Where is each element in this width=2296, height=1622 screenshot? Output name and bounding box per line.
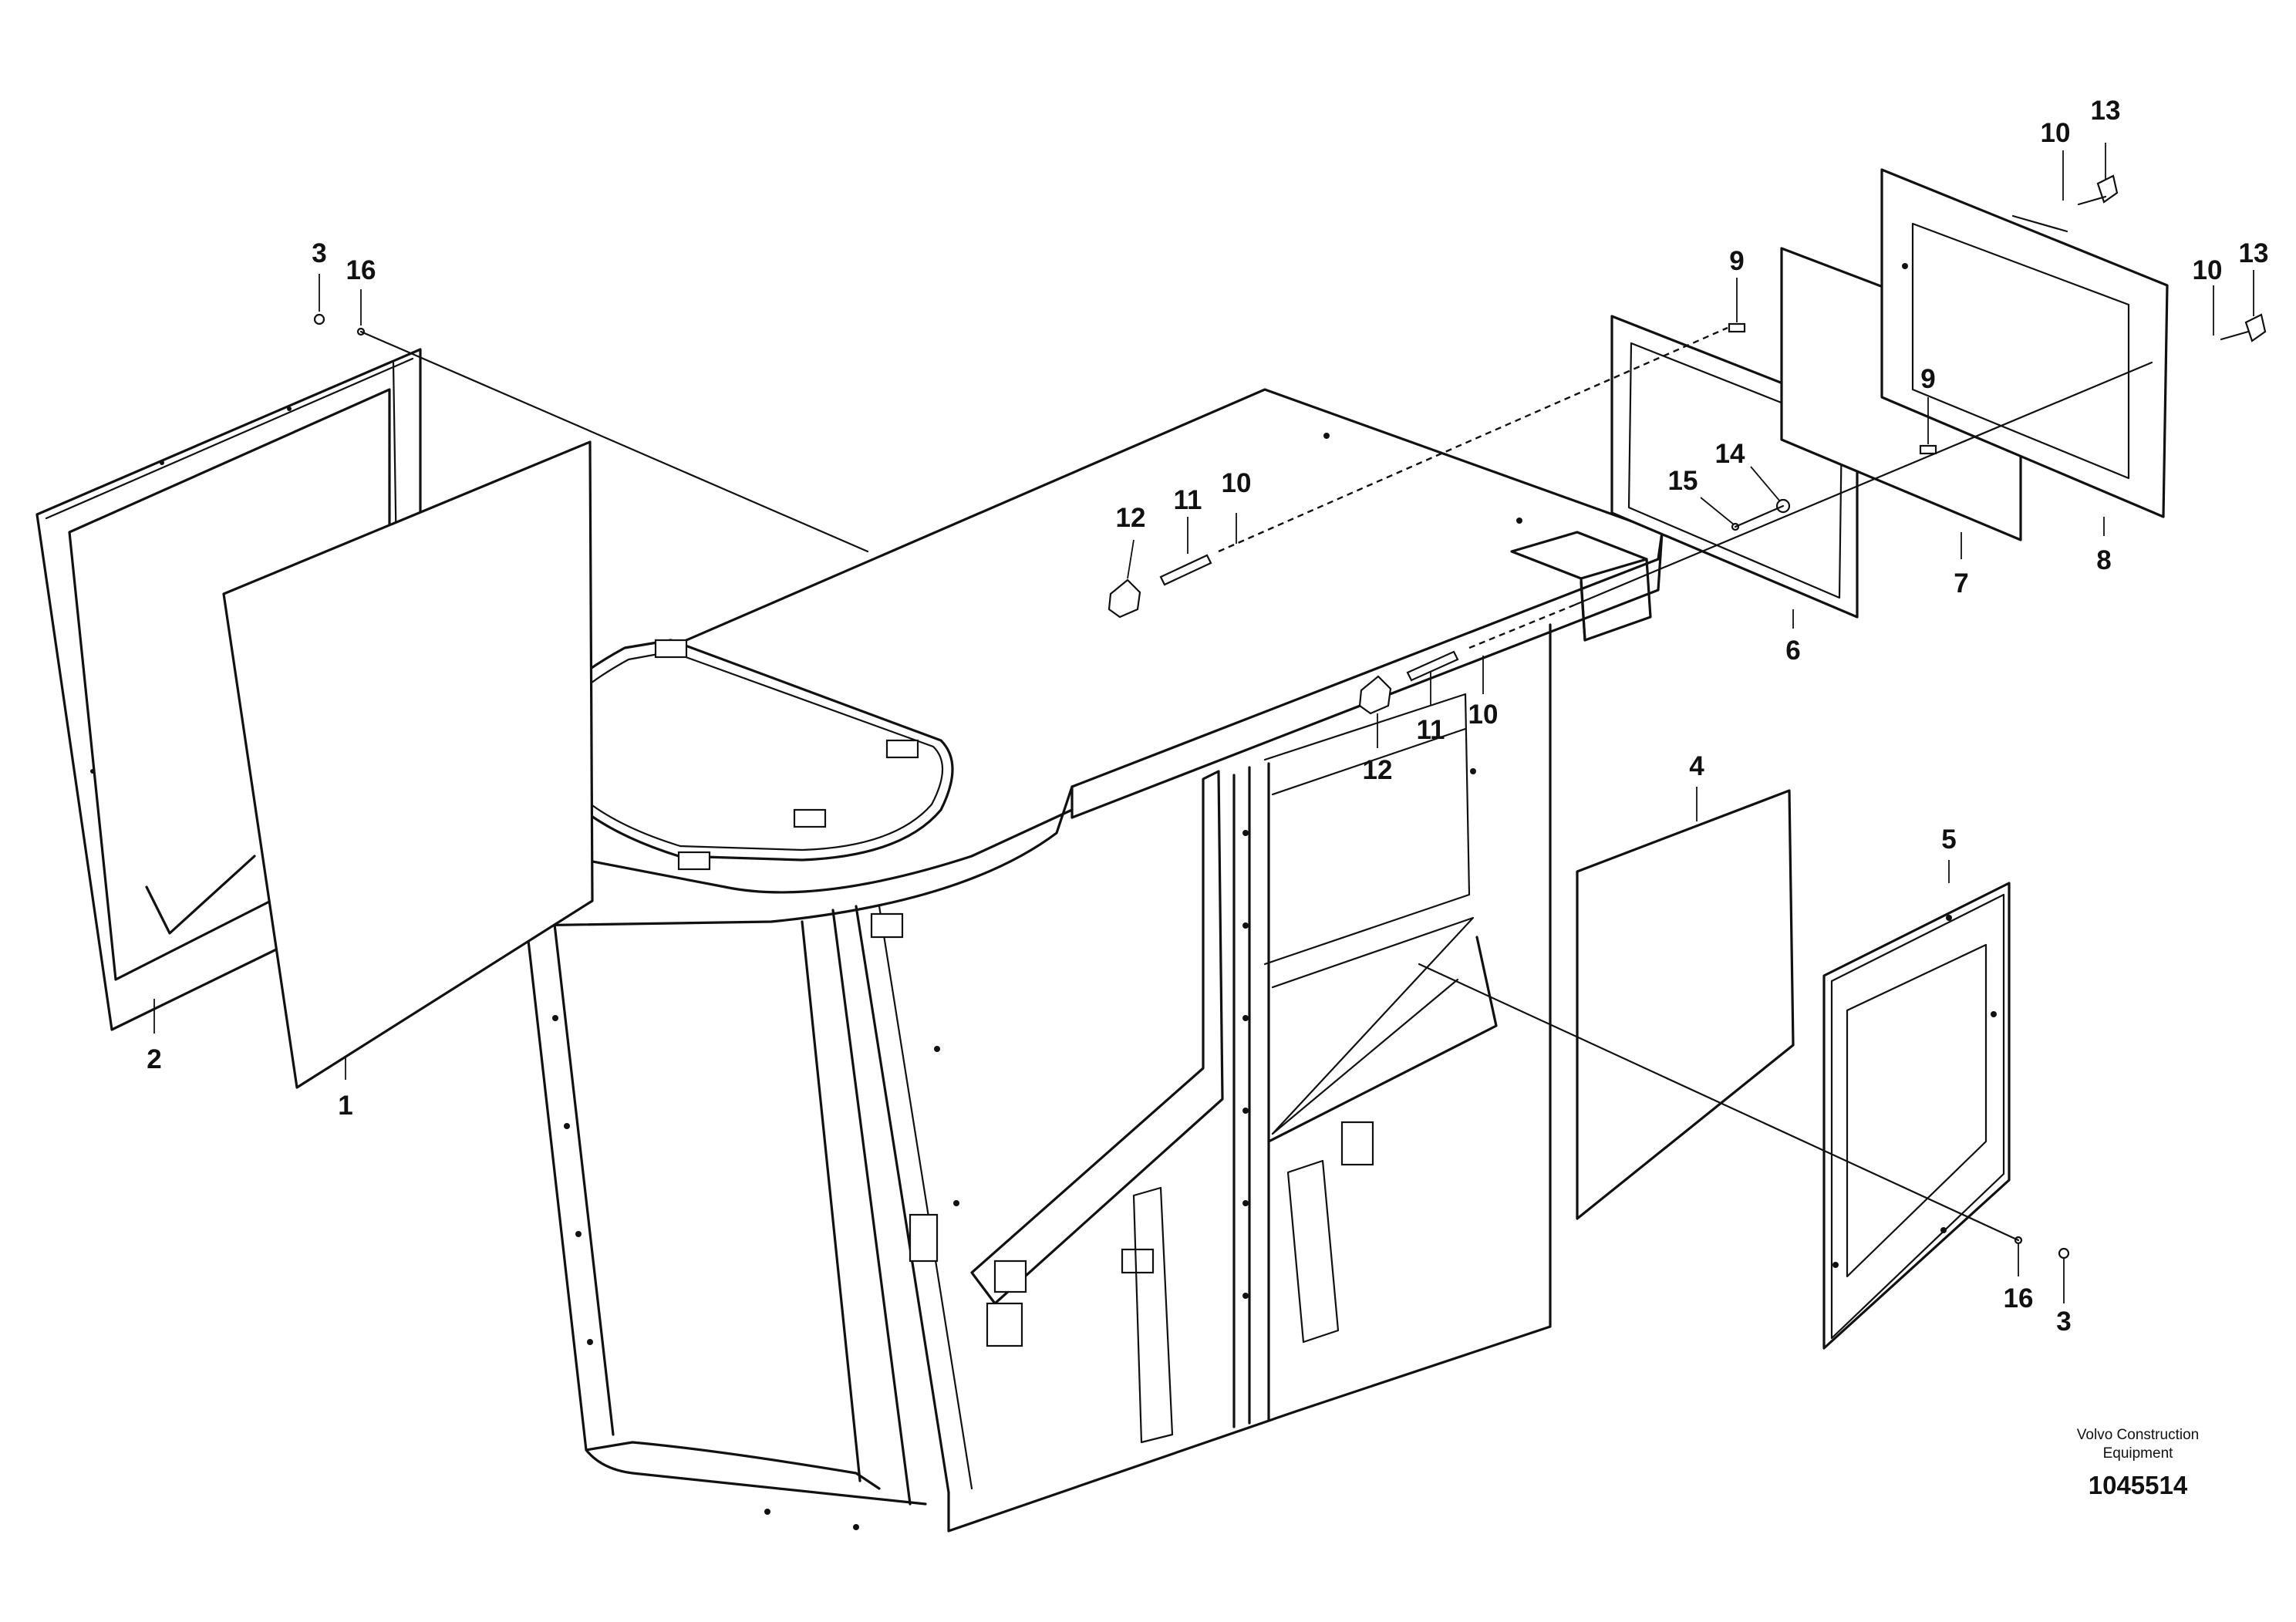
part-11-rod-a (1159, 554, 1212, 586)
part-12-knob-a (1108, 578, 1141, 619)
callout-5: 5 (1941, 824, 1956, 855)
callout-13-a: 13 (2091, 96, 2121, 126)
part-13-clip-a (2096, 174, 2119, 204)
callout-4: 4 (1689, 751, 1704, 781)
callout-16-top: 16 (346, 255, 376, 285)
footer-block: Volvo Construction Equipment 1045514 (2077, 1427, 2199, 1499)
part-5-frame (1822, 882, 2011, 1350)
callout-10-top-a: 10 (2041, 118, 2071, 148)
callout-12-b: 12 (1363, 755, 1393, 785)
callout-3-bottom: 3 (2056, 1307, 2071, 1337)
part-8-frame (1880, 168, 2169, 518)
part-1-glass (222, 440, 594, 1089)
callout-1: 1 (338, 1091, 352, 1121)
brand-line-1: Volvo Construction (2077, 1427, 2199, 1443)
callout-11-a: 11 (1174, 485, 1202, 515)
callout-labels: 1 2 3 16 4 5 6 7 8 9 9 10 13 10 13 14 15… (147, 96, 2268, 1337)
part-9-pin-b (1919, 444, 1937, 455)
callout-14: 14 (1715, 439, 1745, 469)
brand-line-2: Equipment (2103, 1445, 2174, 1462)
callout-12-a: 12 (1116, 503, 1146, 533)
assembly-lines (359, 195, 2250, 1242)
callout-10-top-b: 10 (2193, 255, 2223, 285)
part-3-screw-top (313, 313, 325, 325)
part-3-screw-bottom (2058, 1247, 2070, 1259)
callout-9-b: 9 (1920, 364, 1935, 394)
callout-10-mid-b: 10 (1468, 700, 1499, 730)
callout-7: 7 (1954, 568, 1968, 599)
part-12-knob-b (1358, 675, 1392, 715)
callout-13-b: 13 (2239, 238, 2269, 268)
callout-6: 6 (1785, 636, 1800, 666)
callout-3-top: 3 (312, 238, 326, 268)
callout-8: 8 (2096, 545, 2111, 575)
part-13-clip-b (2244, 313, 2267, 342)
part-11-rod-b (1406, 650, 1459, 682)
callout-15: 15 (1668, 466, 1698, 496)
cab-body (440, 388, 1664, 1533)
document-number: 1045514 (2089, 1471, 2188, 1499)
callout-16-bottom: 16 (2004, 1283, 2034, 1313)
callout-10-mid-a: 10 (1222, 468, 1252, 498)
callout-11-b: 11 (1417, 715, 1445, 745)
callout-9-a: 9 (1729, 246, 1744, 276)
callout-2: 2 (147, 1044, 161, 1074)
part-9-pin-a (1728, 322, 1746, 333)
leader-lines (153, 143, 2254, 1303)
part-4-glass (1576, 789, 1795, 1220)
